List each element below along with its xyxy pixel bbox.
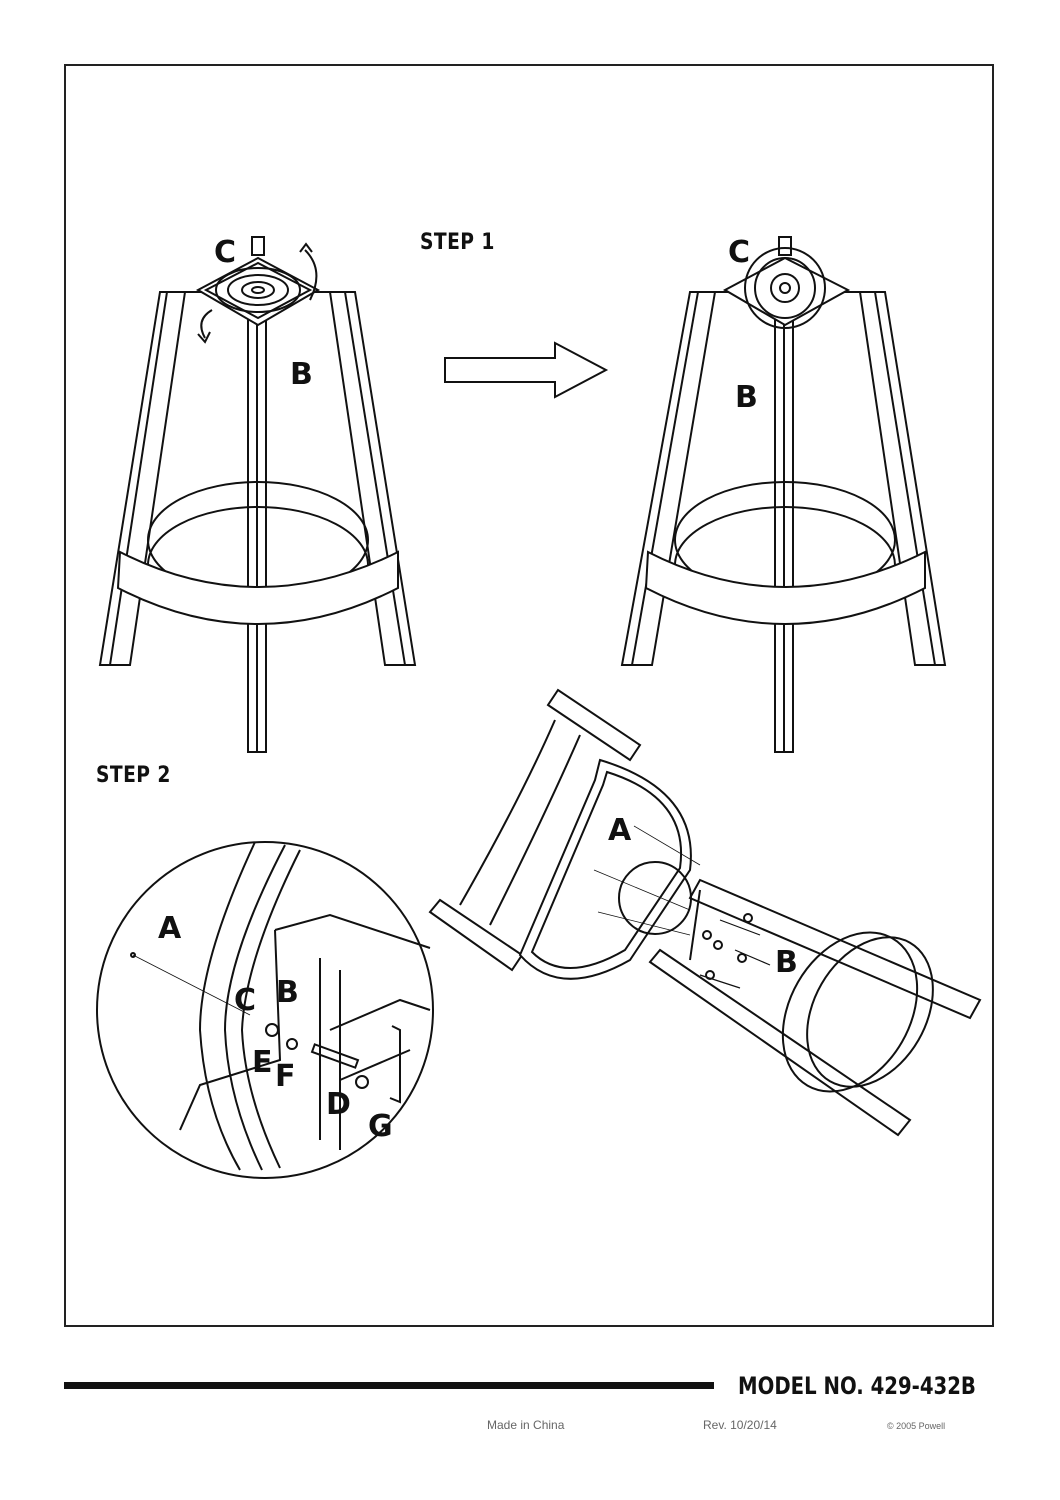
made-in-label: Made in China: [487, 1418, 565, 1432]
step-1-label: STEP 1: [420, 230, 495, 255]
step-2-label: STEP 2: [96, 763, 171, 788]
callout-a-assembly: A: [608, 813, 632, 848]
instruction-frame: [64, 64, 994, 1327]
callout-b-assembly: B: [775, 945, 798, 980]
copyright-label: © 2005 Powell: [887, 1421, 946, 1431]
callout-c-after: C: [728, 235, 750, 270]
callout-b-after: B: [735, 380, 758, 415]
callout-b-detail: B: [276, 975, 299, 1010]
stool-base-after: [620, 236, 947, 753]
callout-c-before: C: [214, 235, 236, 270]
callout-c-detail: C: [234, 983, 256, 1018]
callout-f-detail: F: [275, 1059, 296, 1094]
callout-a-detail: A: [158, 911, 182, 946]
stool-base-before: [98, 236, 417, 753]
callout-b-before: B: [290, 357, 313, 392]
hardware-detail-view: [96, 841, 434, 1179]
callout-g-detail: G: [368, 1109, 393, 1144]
callout-e-detail: E: [252, 1045, 273, 1080]
footer-rule: [64, 1382, 714, 1389]
revision-label: Rev. 10/20/14: [703, 1418, 777, 1432]
model-number: MODEL NO. 429-432B: [738, 1372, 976, 1400]
step-arrow: [444, 341, 609, 399]
seat-and-base-assembly: [428, 688, 982, 1137]
callout-d-detail: D: [326, 1087, 351, 1122]
